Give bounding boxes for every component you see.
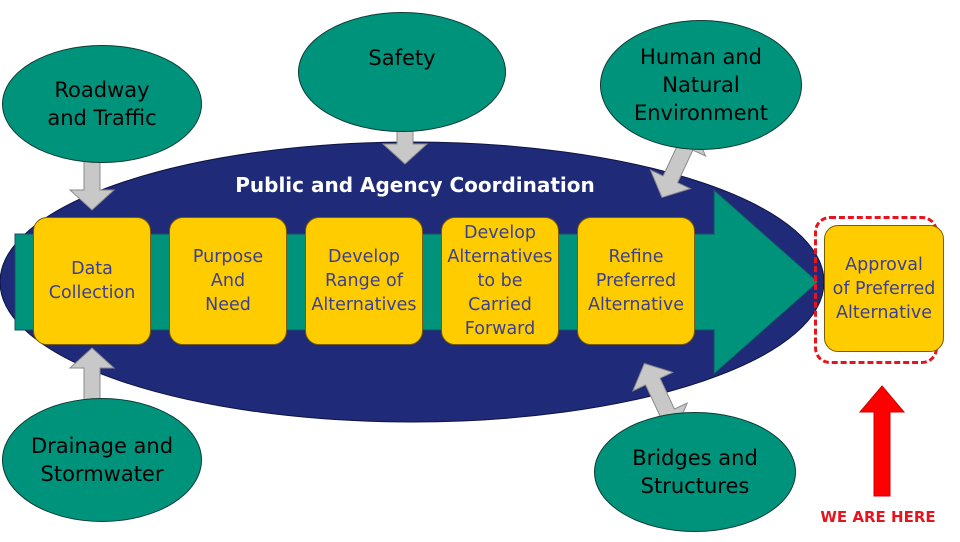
step-approval-of-preferred-alternative: Approval of Preferred Alternative (824, 225, 944, 352)
topic-bridges-and-structures: Bridges and Structures (594, 412, 796, 532)
step-label: Develop Range of Alternatives (311, 247, 417, 315)
step-label: Data Collection (48, 259, 136, 303)
topic-drainage-and-stormwater: Drainage and Stormwater (2, 398, 202, 522)
topic-roadway-label: Roadway and Traffic (47, 78, 157, 130)
step-label: Develop Alternatives to be Carried Forwa… (447, 223, 553, 339)
step-label: Refine Preferred Alternative (587, 247, 684, 315)
step-refine-preferred-alternative: Refine Preferred Alternative (577, 217, 695, 345)
topic-drainage-label: Drainage and Stormwater (30, 434, 174, 486)
we-are-here-label: WE ARE HERE (820, 508, 936, 526)
we-are-here-arrow (858, 385, 906, 497)
topic-safety: Safety (298, 12, 506, 132)
step-develop-range-of-alternatives: Develop Range of Alternatives (305, 217, 423, 345)
topic-bridges-label: Bridges and Structures (632, 446, 758, 498)
topic-roadway-and-traffic: Roadway and Traffic (2, 45, 202, 163)
step-purpose-and-need: Purpose And Need (169, 217, 287, 345)
coordination-banner: Public and Agency Coordination (235, 173, 595, 197)
step-data-collection: Data Collection (33, 217, 151, 345)
topic-safety-label: Safety (368, 46, 436, 70)
step-develop-alternatives-forward: Develop Alternatives to be Carried Forwa… (441, 217, 559, 345)
topic-human-and-natural-environment: Human and Natural Environment (600, 20, 802, 150)
topic-human-label: Human and Natural Environment (633, 45, 769, 125)
step-label: Purpose And Need (192, 247, 264, 315)
approval-label: Approval of Preferred Alternative (832, 254, 936, 323)
